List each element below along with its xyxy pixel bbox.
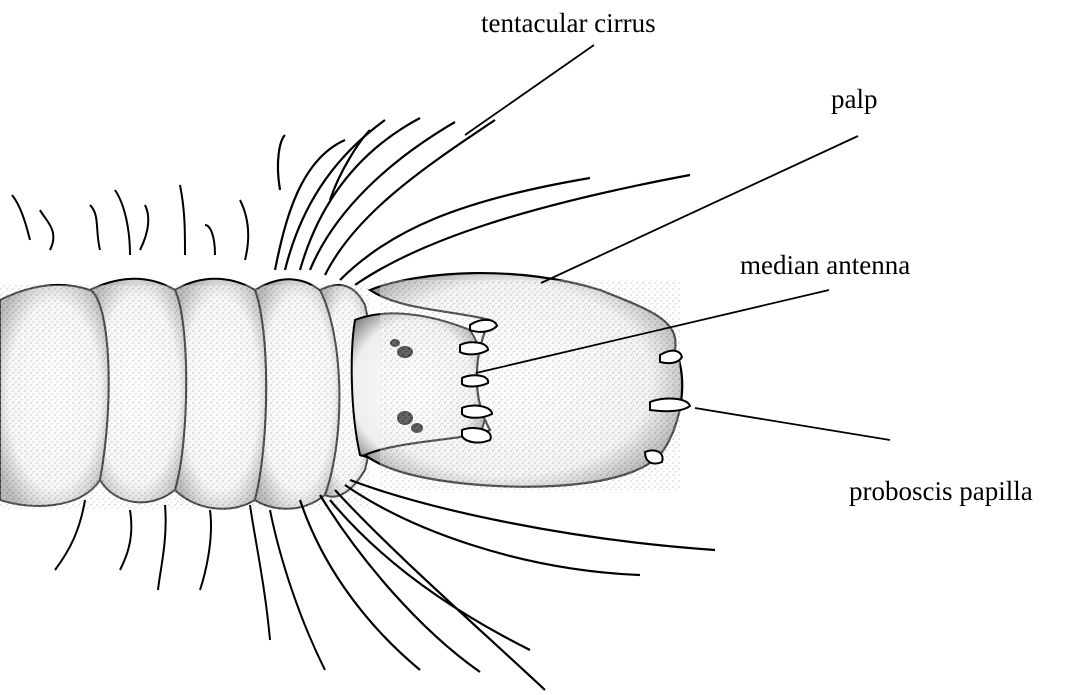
label-proboscis-papilla: proboscis papilla bbox=[849, 478, 1033, 505]
label-palp: palp bbox=[831, 86, 878, 113]
leader-tentacular-cirrus bbox=[465, 45, 594, 135]
label-median-antenna: median antenna bbox=[740, 252, 910, 279]
leader-proboscis-papilla bbox=[695, 408, 890, 440]
leader-median-antenna bbox=[476, 290, 829, 373]
label-tentacular-cirrus: tentacular cirrus bbox=[481, 10, 656, 37]
